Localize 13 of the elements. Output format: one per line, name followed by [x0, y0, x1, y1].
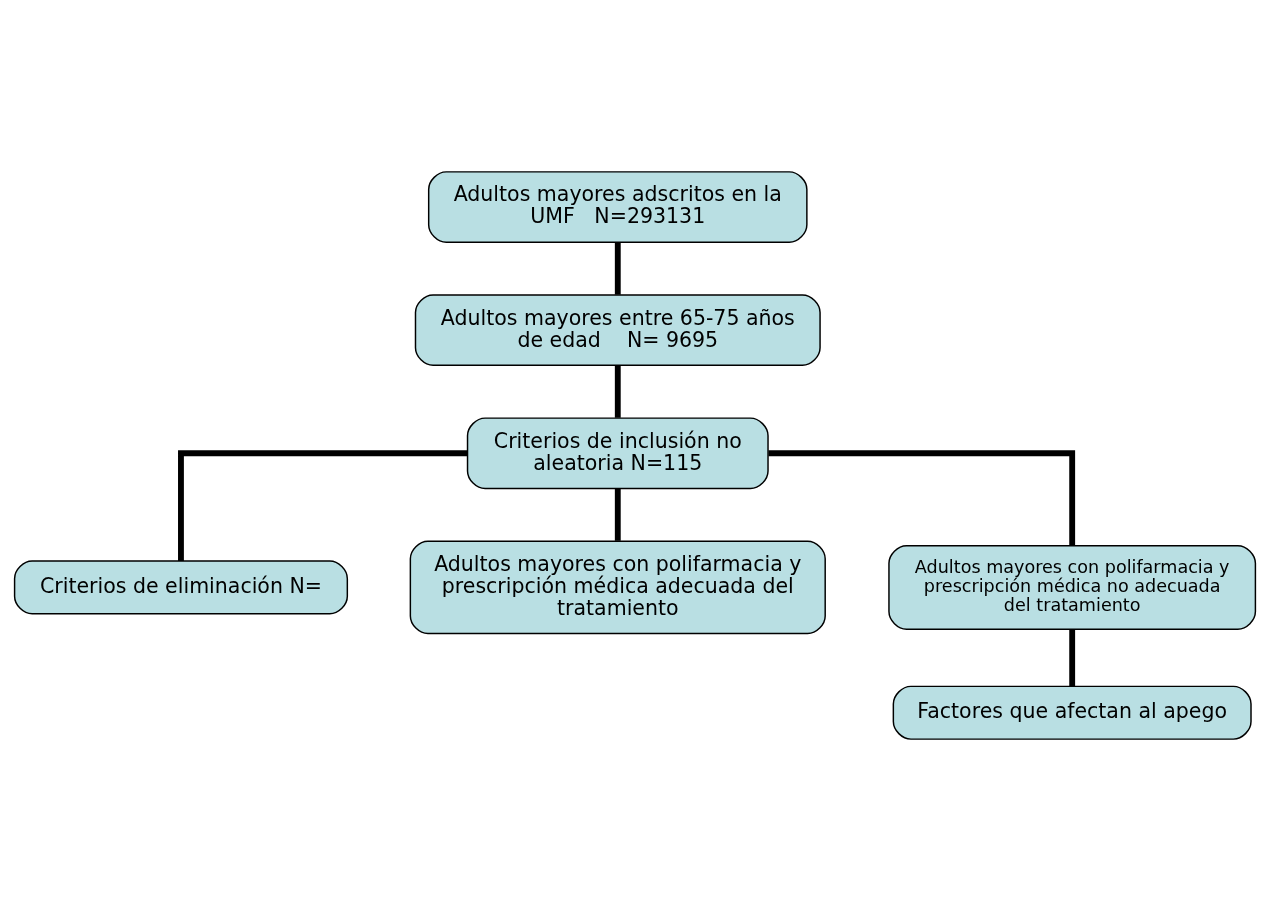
connector	[1069, 629, 1076, 687]
node-box: Adultos mayores adscritos en la UMF N=293131	[427, 171, 808, 243]
node-box: Criterios de eliminación N=	[13, 560, 349, 615]
connector	[614, 488, 621, 541]
connector	[614, 242, 621, 295]
node-box: Factores que afectan al apego	[892, 685, 1252, 740]
node-box: Adultos mayores con polifarmacia y prescripción médica no adecuada del tratamiento	[888, 544, 1257, 630]
node-box: Adultos mayores entre 65-75 años de edad N= 9695	[414, 294, 821, 367]
node-box: Criterios de inclusión no aleatoria N=115	[466, 417, 769, 490]
connector	[768, 450, 1076, 545]
node-box: Adultos mayores con polifarmacia y prescripción médica adecuada del tratamiento	[409, 540, 826, 635]
connector	[614, 365, 621, 418]
connector	[178, 450, 468, 561]
